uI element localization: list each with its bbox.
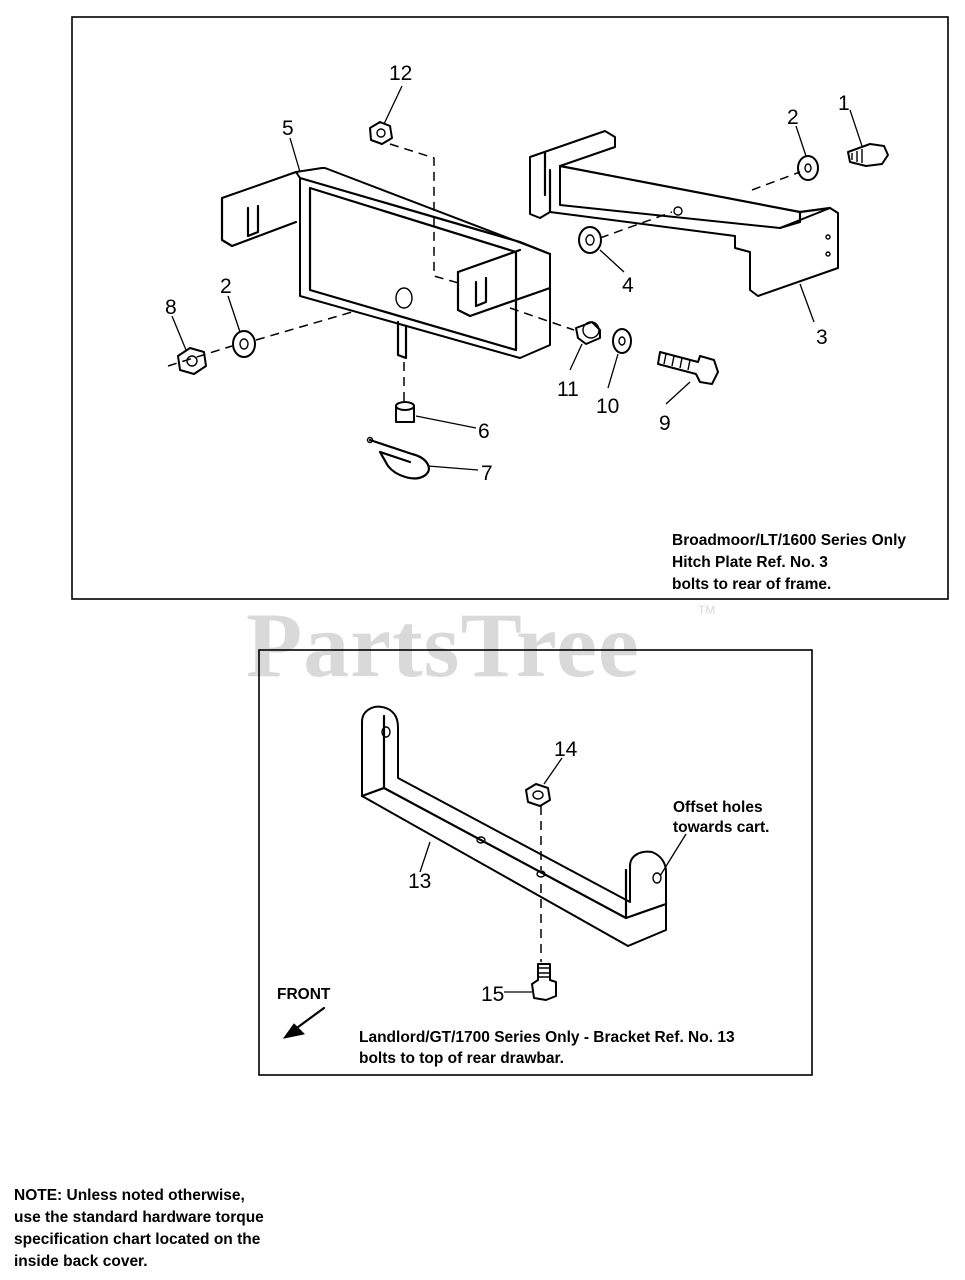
callout-11: 11 <box>557 378 579 401</box>
bottom-caption-line-1: Landlord/GT/1700 Series Only - Bracket R… <box>359 1029 735 1046</box>
leader-8 <box>171 315 187 351</box>
leader-1 <box>849 109 863 147</box>
watermark-trademark: TM <box>698 603 715 617</box>
hex-bolt-part-9 <box>657 351 719 385</box>
leader-2a <box>795 125 807 157</box>
watermark-text: PartsTree <box>246 594 640 696</box>
leader-7 <box>427 465 479 471</box>
leader-13 <box>419 841 431 873</box>
hair-pin-part-7 <box>366 436 430 480</box>
flange-nut-part-8 <box>177 347 207 375</box>
callout-9: 9 <box>659 412 671 435</box>
top-caption-line-3: bolts to rear of frame. <box>672 576 831 593</box>
washer-part-2-left <box>232 330 256 358</box>
callout-2-right: 2 <box>787 106 799 129</box>
callout-8: 8 <box>165 296 177 319</box>
callout-6: 6 <box>478 420 490 443</box>
spacer-part-6 <box>395 401 415 423</box>
leader-11 <box>569 343 583 371</box>
callout-4: 4 <box>622 274 634 297</box>
spacer-part-11 <box>575 321 601 345</box>
spacer-part-4 <box>578 226 602 254</box>
leader-offset-note <box>659 833 687 877</box>
leader-3 <box>799 283 815 323</box>
note-line-3: specification chart located on the <box>14 1231 261 1248</box>
callout-5: 5 <box>282 117 294 140</box>
front-arrow-icon <box>282 1006 326 1039</box>
callout-7: 7 <box>481 462 493 485</box>
hitch-plate-part-3 <box>529 130 839 297</box>
leader-6 <box>415 415 477 429</box>
callout-10: 10 <box>596 395 619 418</box>
callout-15: 15 <box>481 983 504 1006</box>
leader-12 <box>383 85 403 125</box>
top-caption-line-2: Hitch Plate Ref. No. 3 <box>672 554 828 571</box>
leader-4 <box>599 249 625 273</box>
callout-14: 14 <box>554 738 578 761</box>
bottom-panel-frame <box>258 649 813 1076</box>
bolt-part-15 <box>531 963 557 1001</box>
callout-13: 13 <box>408 870 431 893</box>
callout-1: 1 <box>838 92 850 115</box>
assembly-line-2 <box>751 171 801 191</box>
locknut-part-12 <box>369 121 393 145</box>
callout-2-left: 2 <box>220 275 232 298</box>
assembly-line-12 <box>389 143 463 285</box>
callout-3: 3 <box>816 326 828 349</box>
offset-note-line-2: towards cart. <box>673 819 769 836</box>
leader-9 <box>665 381 691 405</box>
hex-bolt-part-1 <box>847 143 889 167</box>
hitch-frame-part-5 <box>220 167 552 360</box>
bottom-caption-line-2: bolts to top of rear drawbar. <box>359 1050 564 1067</box>
leader-14 <box>543 757 563 785</box>
assembly-line-11 <box>509 307 575 331</box>
assembly-line-4 <box>599 211 673 239</box>
nut-part-14 <box>525 783 551 807</box>
offset-note-line-1: Offset holes <box>673 799 763 816</box>
front-label: FRONT <box>277 986 331 1003</box>
leader-2b <box>227 295 241 333</box>
callout-12: 12 <box>389 62 412 85</box>
note-line-1: NOTE: Unless noted otherwise, <box>14 1187 245 1204</box>
leader-5 <box>289 137 301 173</box>
washer-part-2-right <box>797 155 819 181</box>
top-panel-frame <box>71 16 949 600</box>
top-caption-line-1: Broadmoor/LT/1600 Series Only <box>672 532 906 549</box>
lock-washer-part-10 <box>612 328 632 354</box>
assembly-line-8 <box>167 311 353 367</box>
note-line-2: use the standard hardware torque <box>14 1209 264 1226</box>
note-line-4: inside back cover. <box>14 1253 148 1270</box>
bracket-part-13 <box>360 705 668 947</box>
leader-10 <box>607 353 619 389</box>
